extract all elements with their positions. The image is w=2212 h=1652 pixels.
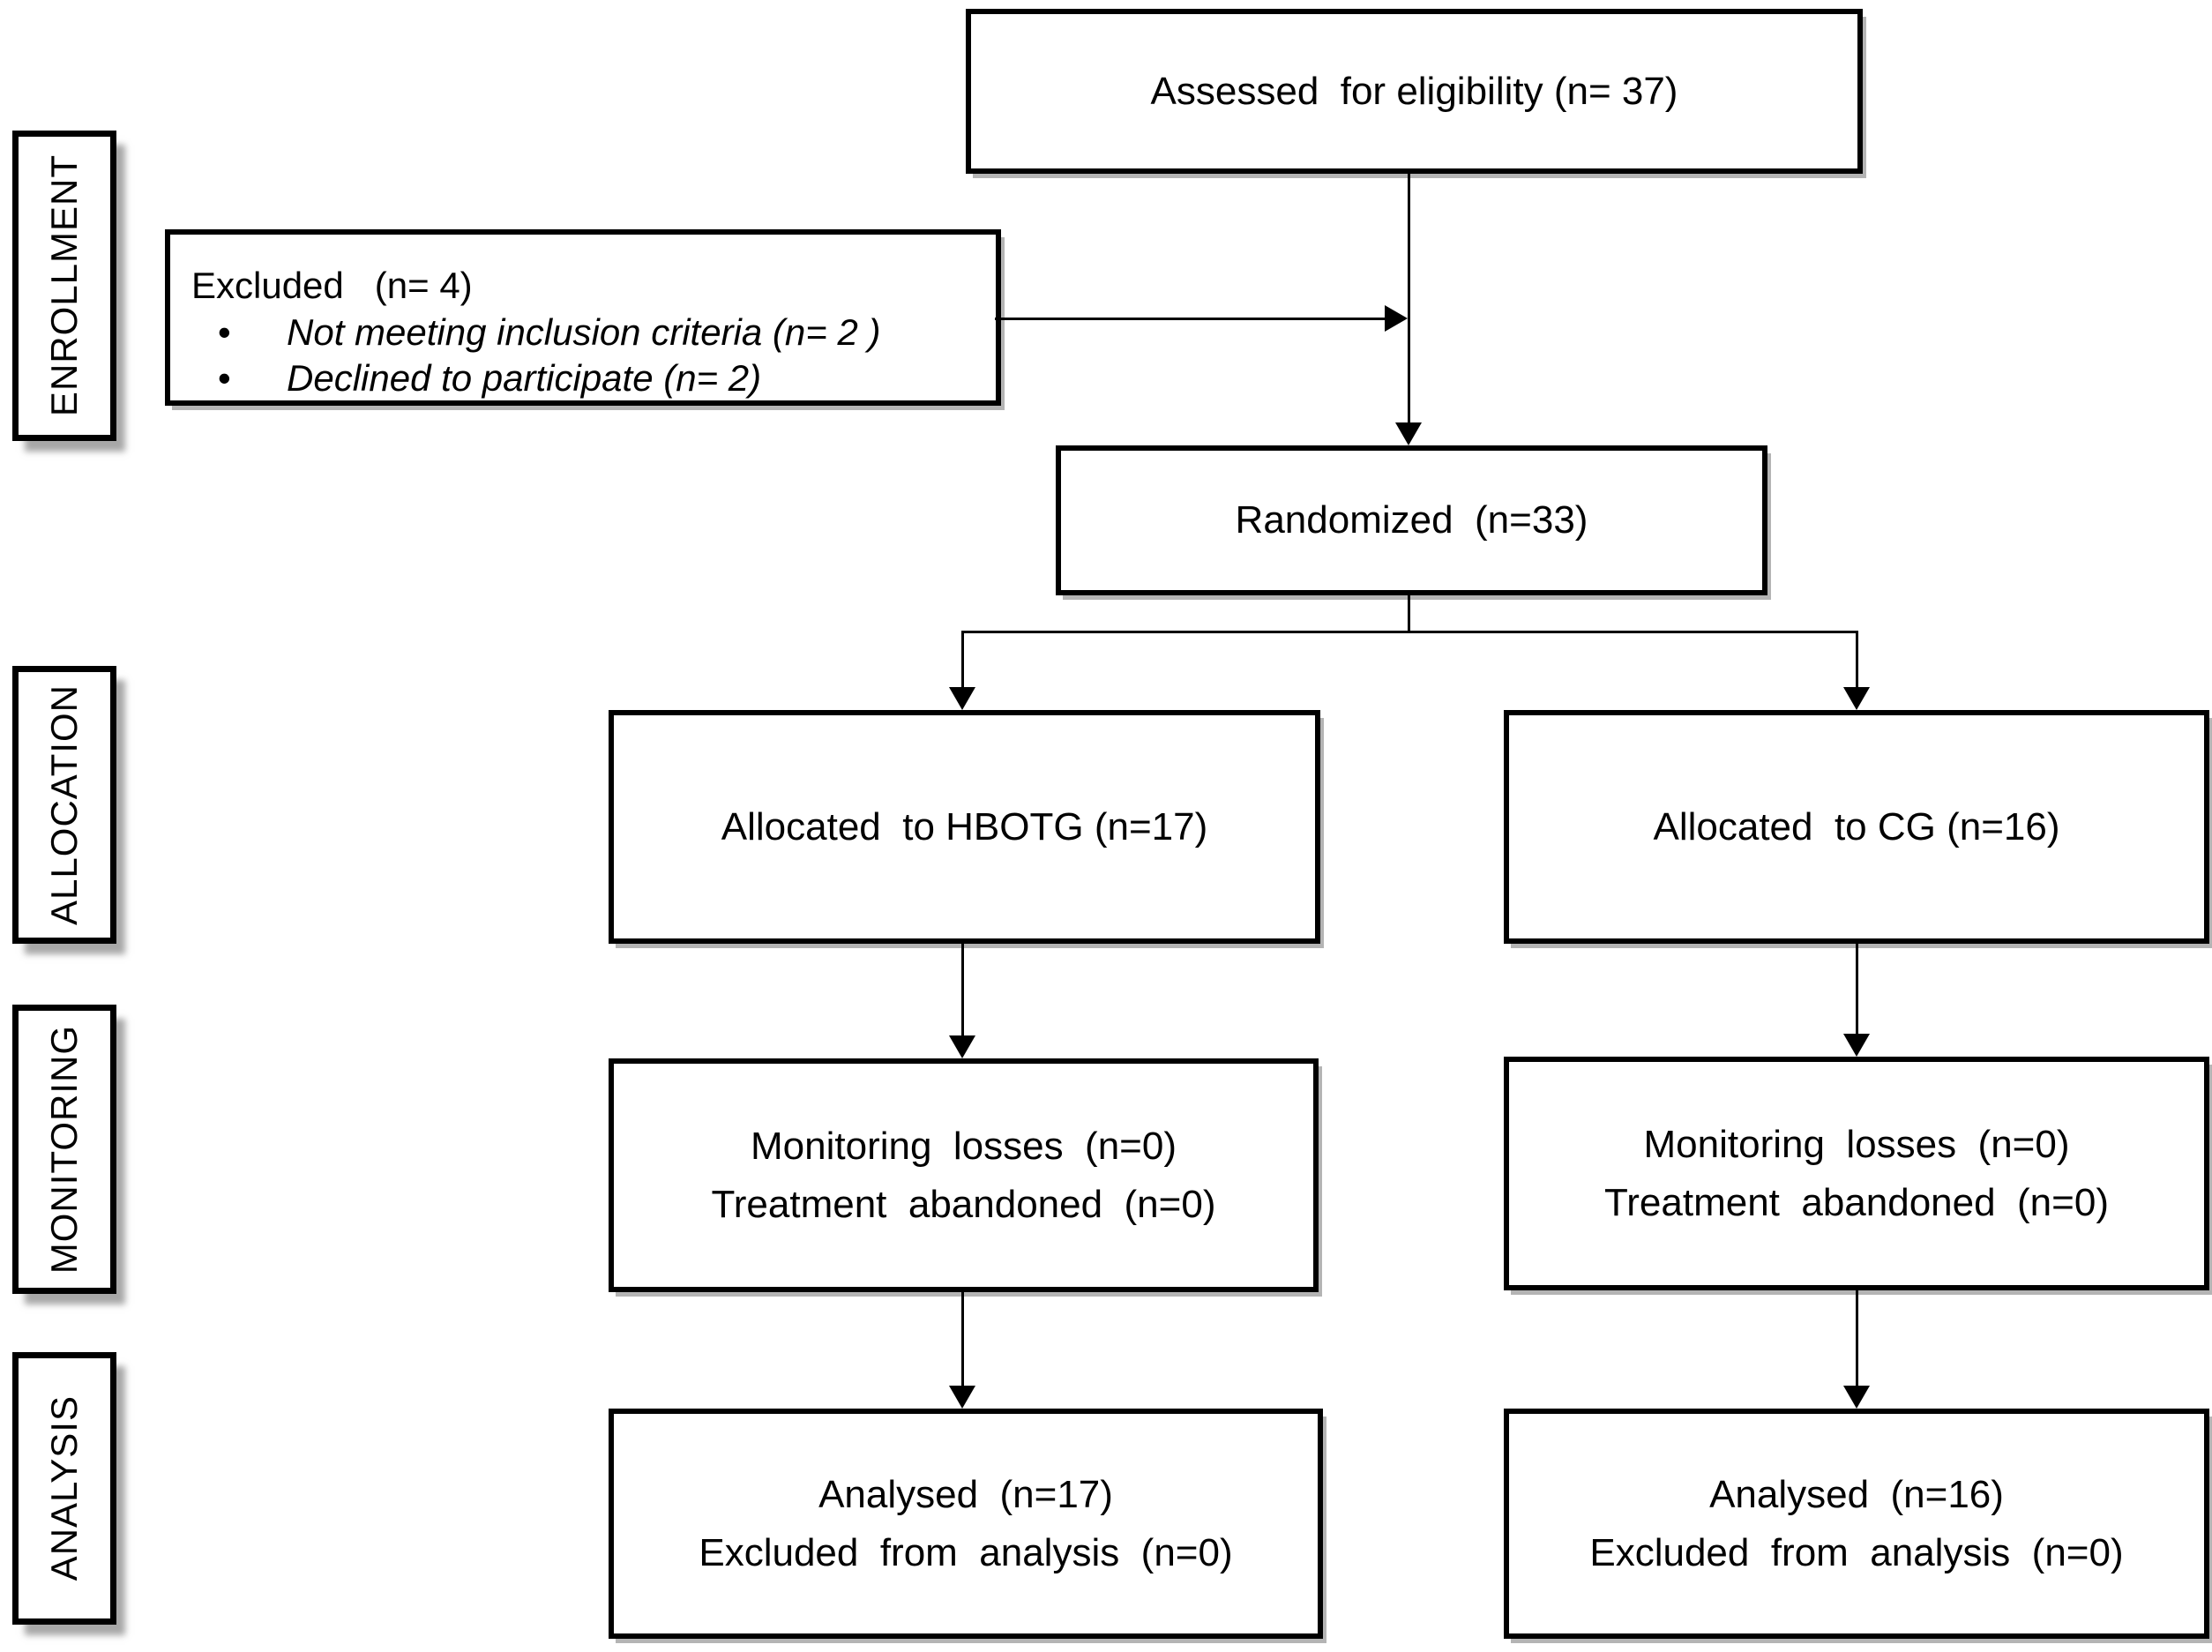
analysed-cg-box: Analysed (n=16) Excluded from analysis (…: [1504, 1409, 2209, 1639]
arrowhead-down-analysed-hbotg: [949, 1386, 975, 1409]
analysed-cg-line2: Excluded from analysis (n=0): [1589, 1530, 2124, 1574]
stage-monitoring-label: MONITORING: [43, 1024, 85, 1275]
bullet-icon: •: [218, 310, 231, 353]
split-bar: [962, 631, 1858, 633]
stage-enrollment-label: ENROLLMENT: [43, 154, 85, 417]
arrowhead-right-excluded: [1385, 305, 1408, 332]
monitoring-cg-line1: Monitoring losses (n=0): [1643, 1122, 2070, 1166]
excluded-bullet-2: • Declined to participate (n= 2): [218, 355, 978, 402]
connector-cg-to-analysis: [1856, 1290, 1858, 1386]
excluded-box: Excluded (n= 4) • Not meeting inclusion …: [165, 229, 1001, 406]
excluded-title: Excluded (n= 4): [191, 265, 473, 306]
connector-split-to-hbotg: [961, 631, 964, 689]
randomized-box: Randomized (n=33): [1056, 445, 1767, 595]
allocated-cg-text: Allocated to CG (n=16): [1653, 804, 2060, 848]
connector-hbotg-to-analysis: [961, 1292, 964, 1386]
stage-analysis: ANALYSIS: [12, 1352, 116, 1625]
excluded-bullet-1-text: Not meeting inclusion criteria (n= 2 ): [287, 310, 881, 353]
connector-excluded-to-mainline: [995, 318, 1385, 320]
analysed-hbotg-box: Analysed (n=17) Excluded from analysis (…: [609, 1409, 1323, 1639]
arrowhead-down-randomized: [1395, 422, 1422, 445]
assessed-text: Assessed for eligibility (n= 37): [1150, 69, 1678, 113]
connector-cg-to-monitoring: [1856, 944, 1858, 1035]
allocated-hbotg-text: Allocated to HBOTG (n=17): [721, 804, 1208, 848]
allocated-cg-box: Allocated to CG (n=16): [1504, 710, 2209, 944]
stage-analysis-label: ANALYSIS: [43, 1395, 85, 1581]
monitoring-hbotg-box: Monitoring losses (n=0) Treatment abando…: [609, 1058, 1319, 1292]
arrowhead-down-allocated-cg: [1843, 687, 1870, 710]
connector-assessed-to-randomized: [1408, 174, 1410, 424]
connector-split-to-cg: [1856, 631, 1858, 689]
arrowhead-down-monitoring-hbotg: [949, 1035, 975, 1058]
stage-allocation: ALLOCATION: [12, 666, 116, 944]
stage-monitoring: MONITORING: [12, 1005, 116, 1294]
arrowhead-down-monitoring-cg: [1843, 1034, 1870, 1057]
bullet-icon: •: [218, 357, 231, 399]
arrowhead-down-allocated-hbotg: [949, 687, 975, 710]
monitoring-hbotg-line2: Treatment abandoned (n=0): [711, 1182, 1216, 1226]
excluded-bullet-1: • Not meeting inclusion criteria (n= 2 ): [218, 310, 978, 356]
assessed-box: Assessed for eligibility (n= 37): [966, 9, 1863, 174]
excluded-bullet-2-text: Declined to participate (n= 2): [287, 357, 762, 399]
arrowhead-down-analysed-cg: [1843, 1386, 1870, 1409]
connector-hbotg-to-monitoring: [961, 944, 964, 1037]
monitoring-cg-box: Monitoring losses (n=0) Treatment abando…: [1504, 1057, 2209, 1290]
connector-randomized-to-split: [1408, 595, 1410, 632]
stage-enrollment: ENROLLMENT: [12, 131, 116, 441]
randomized-text: Randomized (n=33): [1235, 498, 1588, 542]
stage-allocation-label: ALLOCATION: [43, 684, 85, 925]
monitoring-hbotg-line1: Monitoring losses (n=0): [751, 1124, 1177, 1168]
analysed-hbotg-line2: Excluded from analysis (n=0): [699, 1530, 1233, 1574]
monitoring-cg-line2: Treatment abandoned (n=0): [1604, 1180, 2109, 1224]
analysed-cg-line1: Analysed (n=16): [1709, 1472, 2004, 1516]
allocated-hbotg-box: Allocated to HBOTG (n=17): [609, 710, 1320, 944]
analysed-hbotg-line1: Analysed (n=17): [818, 1472, 1113, 1516]
